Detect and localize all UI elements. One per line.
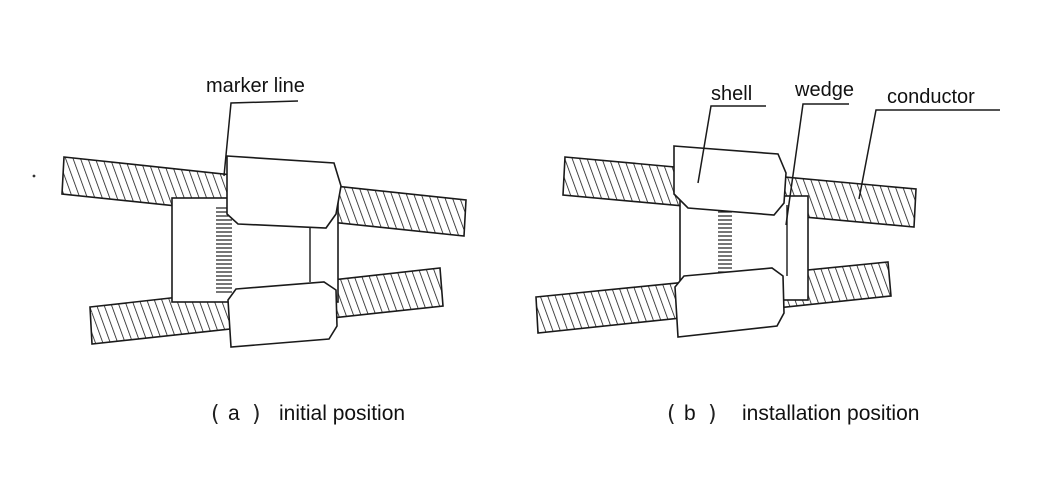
conductor-leader	[858, 109, 1000, 200]
caption-b-text: installation position	[742, 402, 919, 425]
upper-shell-a	[226, 155, 342, 229]
caption-a: ( a ) initial position	[211, 402, 405, 427]
panel-b	[535, 103, 1000, 338]
caption-a-letter: a	[228, 402, 240, 425]
stray-dot	[32, 174, 36, 178]
shell-leader	[697, 105, 766, 184]
caption-a-close-paren: )	[252, 402, 261, 427]
conductor-label: conductor	[887, 86, 975, 108]
caption-b: ( b ) installation position	[667, 402, 919, 427]
caption-a-text: initial position	[279, 402, 405, 425]
panel-a	[61, 100, 467, 348]
lower-shell-b	[674, 267, 785, 338]
shell-label: shell	[711, 83, 752, 105]
upper-shell-b	[673, 145, 787, 216]
caption-b-letter: b	[684, 402, 696, 425]
caption-b-close-paren: )	[708, 402, 717, 427]
wedge-label: wedge	[794, 79, 854, 101]
caption-b-open-paren: (	[667, 402, 676, 427]
marker-line-label: marker line	[206, 75, 305, 97]
lower-shell-a	[227, 281, 338, 348]
marker-line-leader	[223, 100, 299, 177]
wedge-teeth-b	[718, 211, 732, 273]
caption-a-open-paren: (	[211, 402, 220, 427]
wedge-leader	[785, 103, 849, 226]
